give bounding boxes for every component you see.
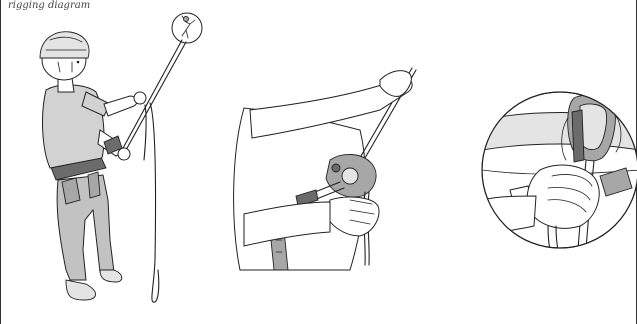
illustration-stage: rigging diagram (0, 0, 637, 324)
panel-3-closeup (0, 0, 637, 324)
